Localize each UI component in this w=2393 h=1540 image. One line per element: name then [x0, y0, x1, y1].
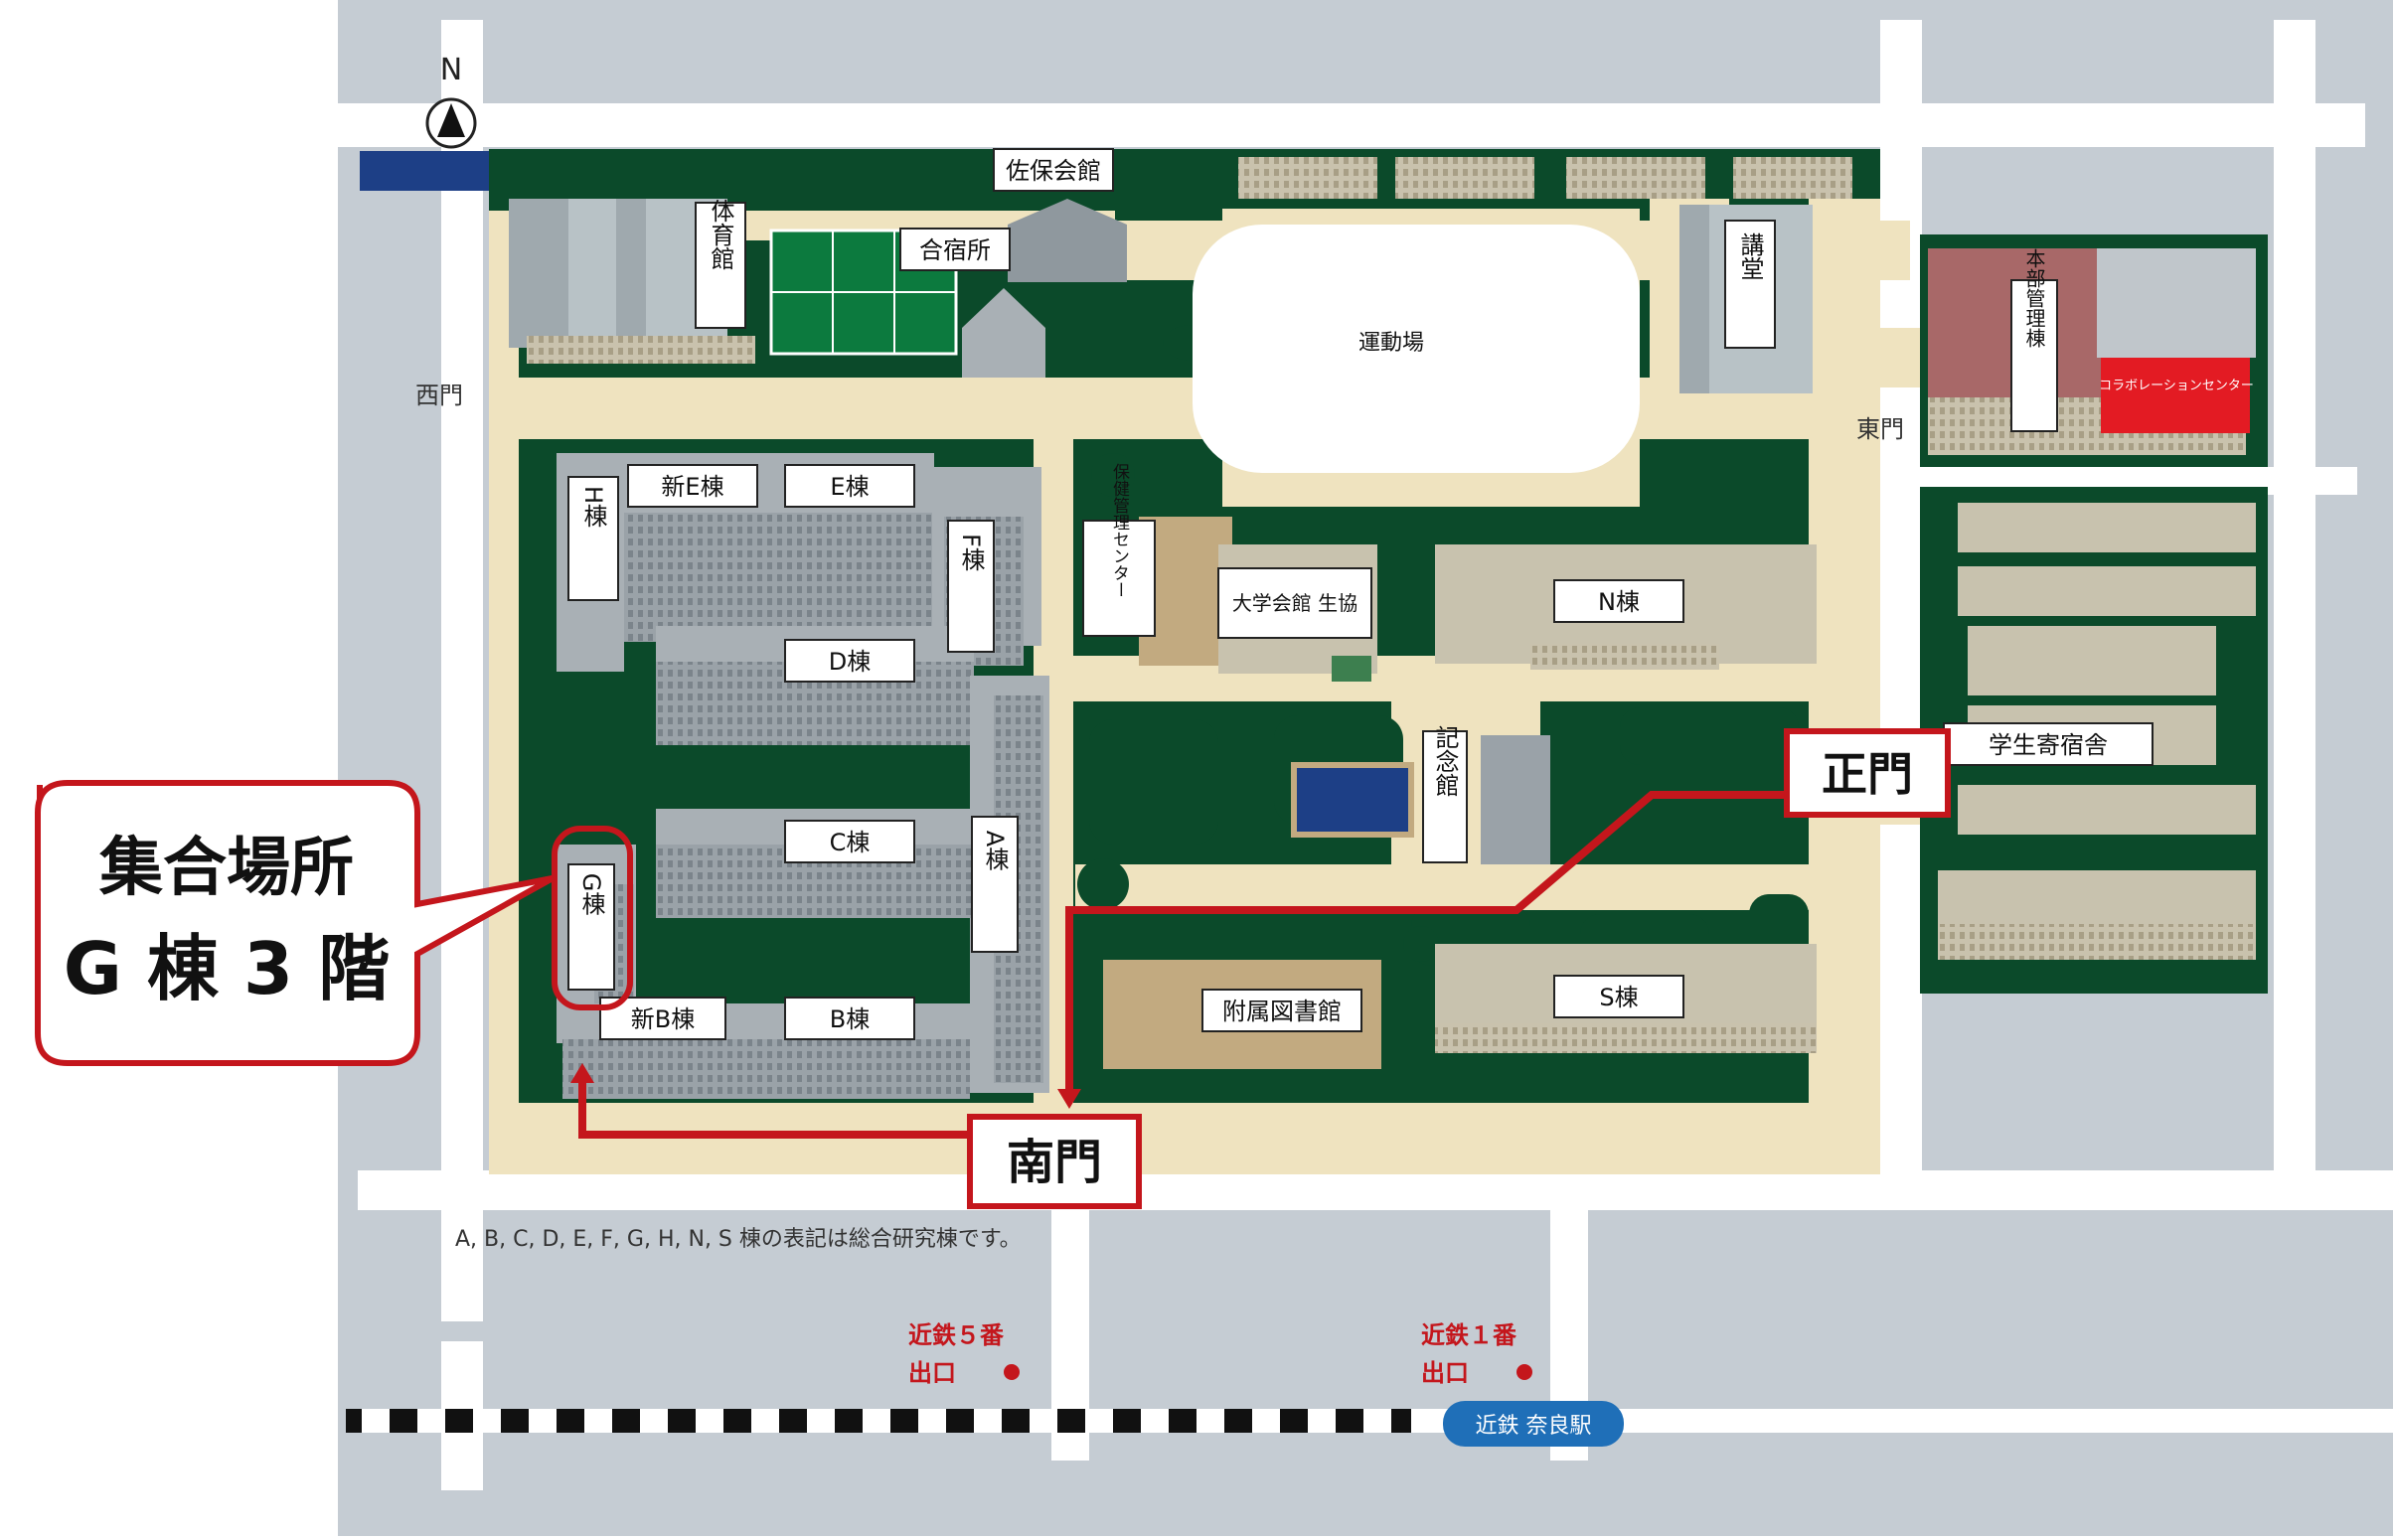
main-gate-callout: 正門: [1784, 728, 1951, 818]
label-dormitory: 学生寄宿舎: [1989, 731, 2108, 759]
label-health-center: 保健管理センター: [1109, 463, 1130, 598]
label-lodge: 合宿所: [919, 236, 991, 264]
label-library: 附属図書館: [1222, 998, 1342, 1025]
south-gate-callout: 南門: [967, 1114, 1142, 1209]
far-east-road: [2274, 20, 2315, 1192]
north-row-buildings: [1238, 157, 1852, 199]
svg-text:近鉄１番: 近鉄１番: [1421, 1321, 1517, 1349]
label-e: E棟: [830, 473, 869, 501]
label-gym: 体育館: [707, 199, 734, 270]
east-road: [1880, 20, 1922, 1192]
lodge-building: [962, 288, 1045, 378]
meeting-point-callout: 集合場所 G 棟 3 階: [35, 780, 555, 1066]
south-gate-label: 南門: [1007, 1135, 1102, 1190]
label-new-b: 新B棟: [631, 1005, 695, 1033]
label-memorial-hall: 記念館: [1431, 725, 1459, 797]
exit-1-dot: [1516, 1364, 1532, 1380]
exit-5-dot: [1004, 1364, 1020, 1380]
svg-text:出口: 出口: [908, 1359, 956, 1387]
label-collaboration-center: コラボレーションセンター: [2099, 379, 2254, 393]
label-auditorium: 講堂: [1736, 232, 1764, 280]
exit-1-marker: 近鉄１番 出口: [1421, 1321, 1532, 1387]
meeting-point-title: 集合場所: [98, 832, 354, 905]
label-b: B棟: [830, 1005, 870, 1033]
memorial-hall-building: [1481, 735, 1550, 864]
west-road: [441, 20, 483, 1321]
svg-text:出口: 出口: [1421, 1359, 1469, 1387]
east-gate-label: 東門: [1856, 415, 1904, 443]
north-road: [338, 103, 2365, 147]
label-co-op: 大学会館 生協: [1232, 591, 1357, 615]
label-f: F棟: [957, 534, 985, 571]
label-g: G棟: [577, 873, 605, 916]
north-compass: N: [425, 53, 477, 149]
route-arrow-south: [1057, 1089, 1081, 1109]
station-label: 近鉄 奈良駅: [1476, 1414, 1592, 1439]
route-arrow-north: [570, 1063, 594, 1083]
collaboration-center-building: [2101, 358, 2250, 433]
label-s: S棟: [1599, 984, 1638, 1011]
label-a: A棟: [981, 831, 1009, 871]
building-labels: 佐保会館 合宿所 体育館 運動場 講堂 本部管理棟 コラボレーションセンター H…: [567, 148, 2254, 1040]
g-building-highlight: [552, 826, 633, 1010]
label-field: 運動場: [1358, 331, 1424, 356]
south-road: [358, 1170, 2393, 1210]
footnote: A, B, C, D, E, F, G, H, N, S 棟の表記は総合研究棟で…: [455, 1227, 1022, 1252]
label-new-e: 新E棟: [661, 473, 723, 501]
svg-text:N: N: [440, 53, 462, 87]
route-from-main-gate: [1065, 791, 1809, 1095]
exit-5-marker: 近鉄５番 出口: [908, 1321, 1020, 1387]
railway: [346, 1409, 1411, 1433]
label-n: N棟: [1598, 588, 1640, 616]
label-d: D棟: [829, 648, 871, 676]
label-saho-hall: 佐保会館: [1006, 157, 1101, 185]
label-c: C棟: [830, 829, 871, 856]
saho-hall-building: [1008, 199, 1127, 282]
sports-field: [1193, 225, 1640, 473]
station-badge: [1443, 1401, 1624, 1447]
svg-text:近鉄５番: 近鉄５番: [908, 1321, 1005, 1349]
meeting-point-location: G 棟 3 階: [64, 927, 390, 1010]
route-to-g-building: [578, 1077, 984, 1139]
west-gate-label: 西門: [415, 382, 463, 409]
pond: [1291, 762, 1414, 838]
label-h: H棟: [579, 486, 607, 528]
gym-building: [509, 199, 755, 364]
label-headquarters: 本部管理棟: [2022, 248, 2046, 348]
main-gate-label: 正門: [1822, 747, 1913, 801]
dormitory-buildings: [1938, 503, 2256, 960]
